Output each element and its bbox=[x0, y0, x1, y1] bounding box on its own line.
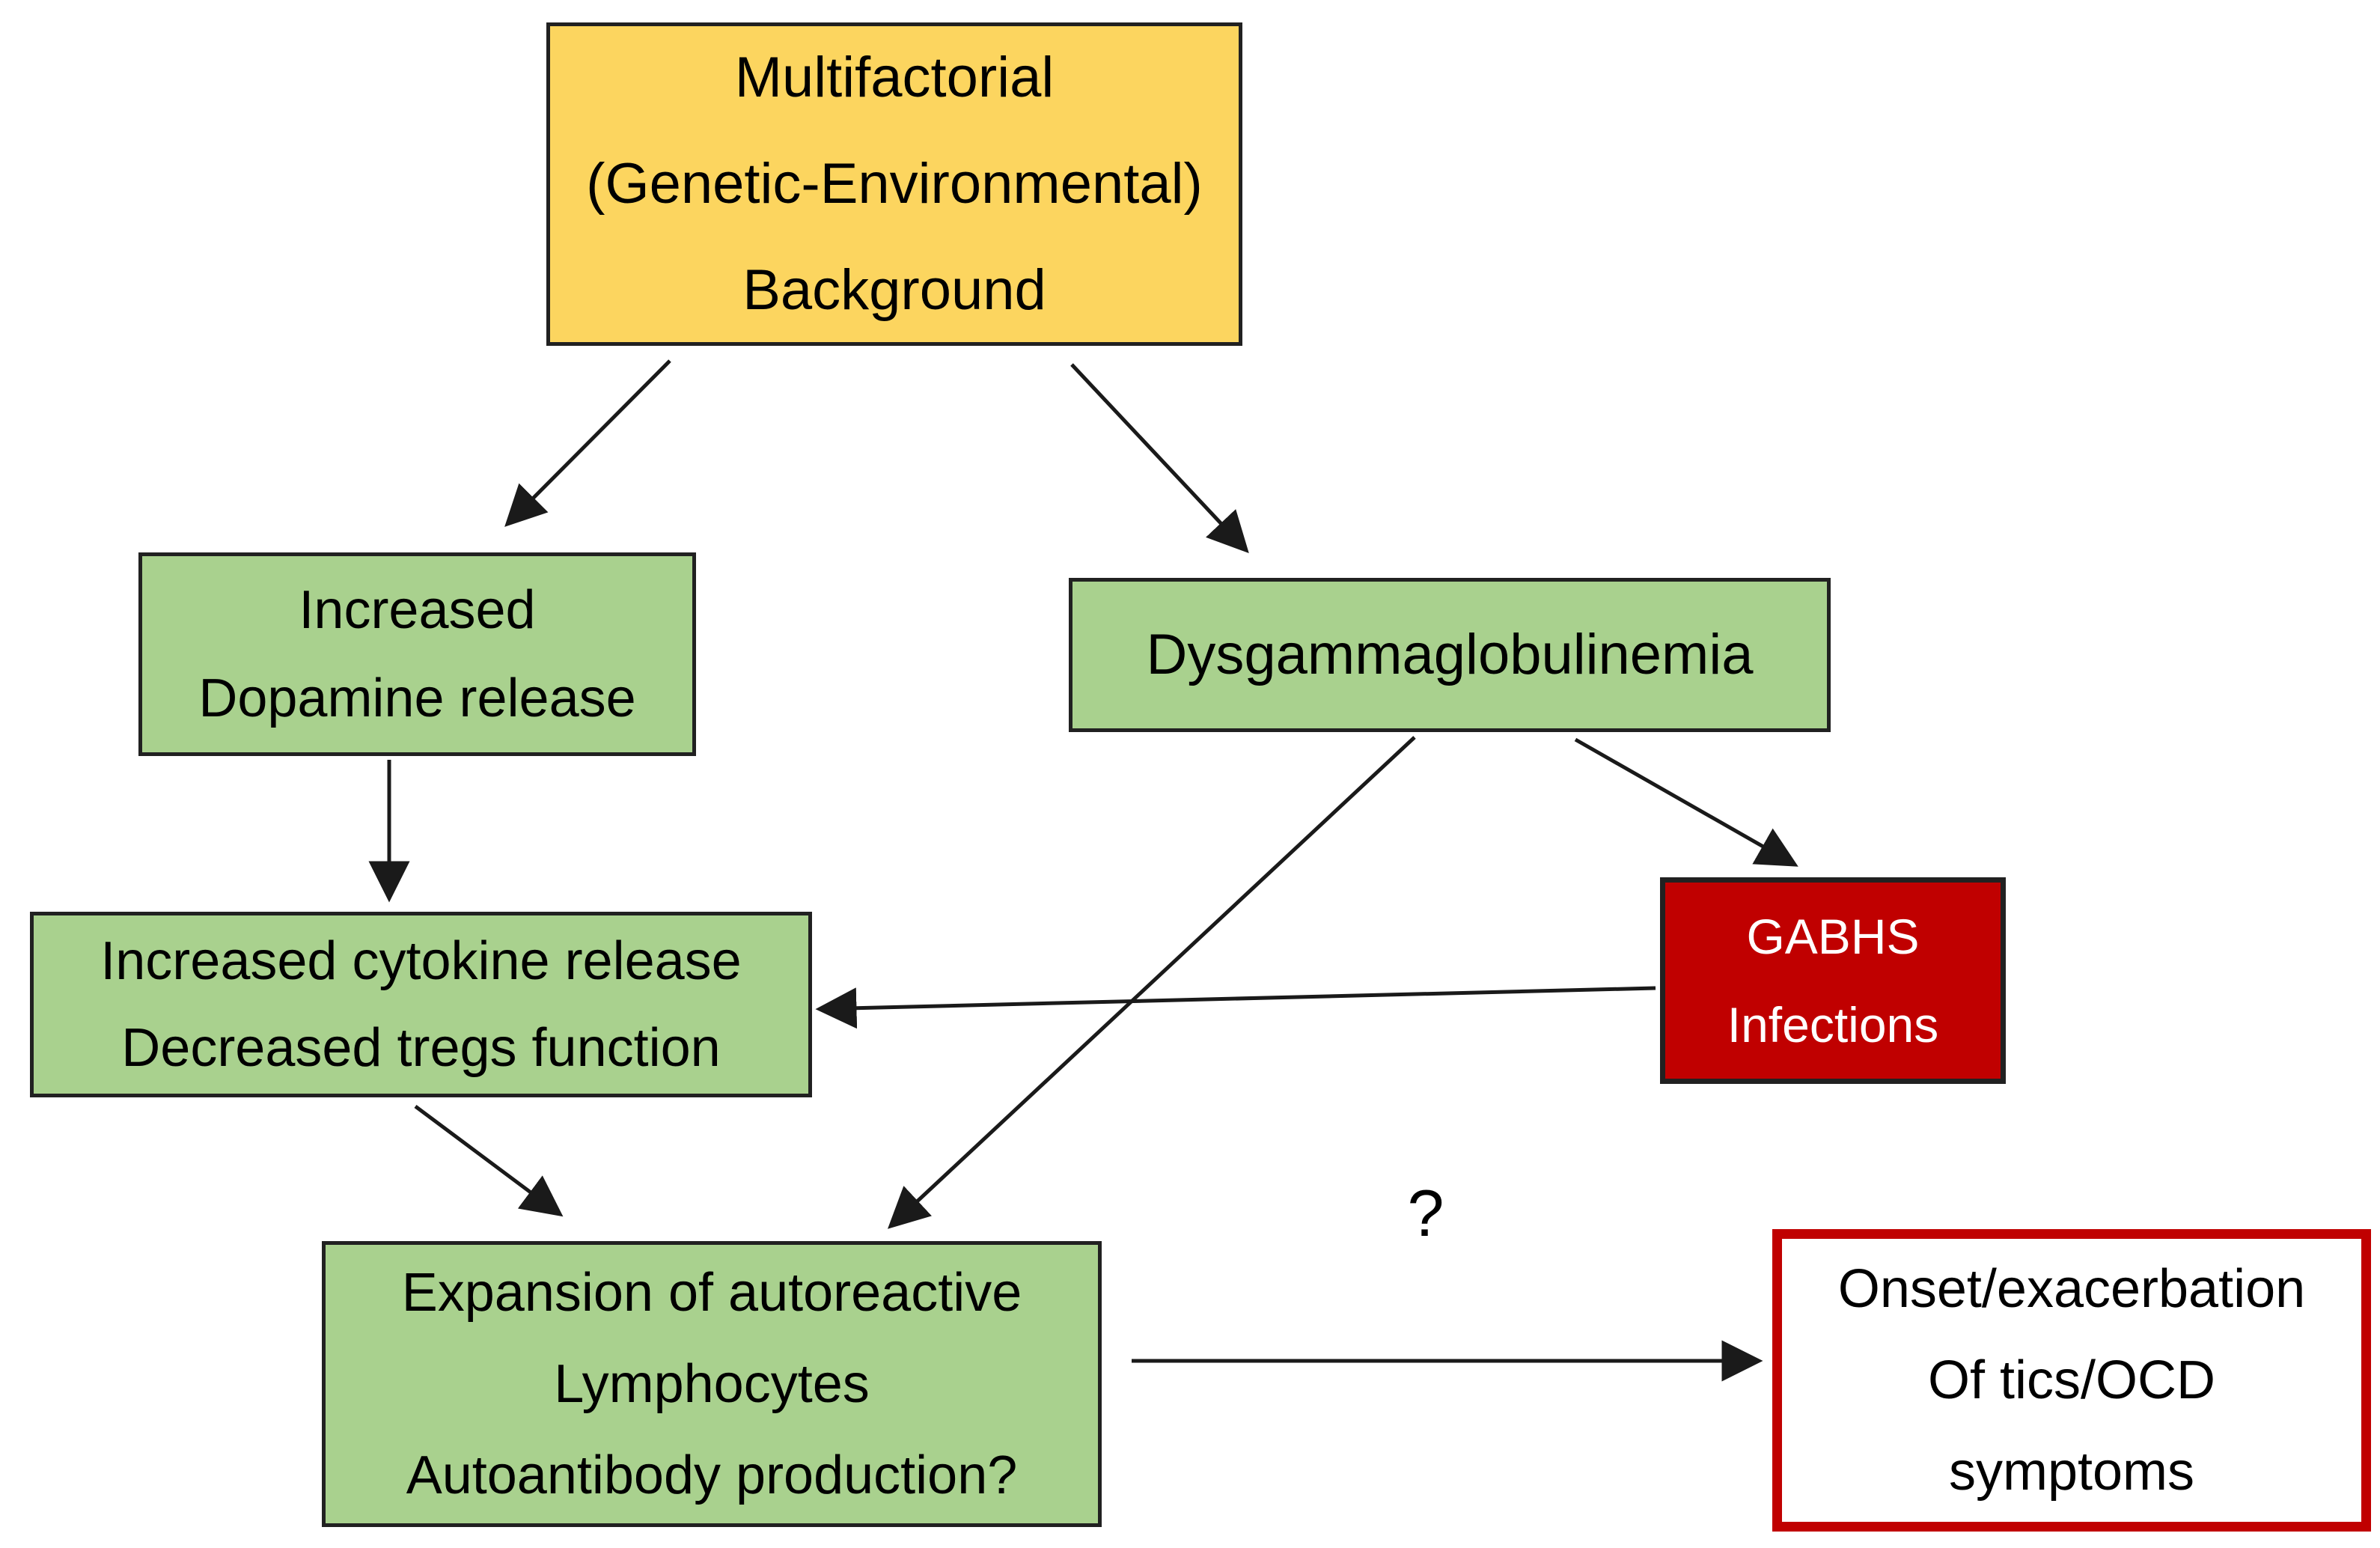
node-label-line: (Genetic-Environmental) bbox=[586, 152, 1203, 216]
node-label-line: symptoms bbox=[1948, 1442, 2195, 1502]
node-gabhs-infections: GABHS Infections bbox=[1660, 877, 2006, 1084]
arrow-gabhs-to-cytokine bbox=[815, 986, 1656, 1029]
node-label-line: Onset/exacerbation bbox=[1837, 1259, 2306, 1319]
node-cytokine-tregs: Increased cytokine release Decreased tre… bbox=[30, 912, 812, 1097]
node-label-line: Multifactorial bbox=[734, 46, 1055, 109]
node-label-line: Autoantibody production? bbox=[406, 1445, 1018, 1505]
node-multifactorial-background: Multifactorial (Genetic-Environmental) B… bbox=[546, 22, 1242, 346]
node-label-line: Expansion of autoreactive bbox=[401, 1263, 1022, 1323]
arrow-dysgamma-to-expansion bbox=[887, 736, 1416, 1229]
node-label-line: Increased bbox=[299, 580, 536, 640]
arrow-dysgamma-to-gabhs bbox=[1574, 737, 1798, 867]
node-label-line: Decreased tregs function bbox=[121, 1018, 721, 1078]
arrow-multifactorial-to-dysgamma bbox=[1070, 363, 1249, 554]
node-label-line: Of tics/OCD bbox=[1927, 1350, 2215, 1410]
arrow-multifactorial-to-dopamine bbox=[504, 359, 671, 527]
node-autoreactive-lymphocytes: Expansion of autoreactive Lymphocytes Au… bbox=[322, 1241, 1102, 1527]
node-onset-exacerbation-symptoms: Onset/exacerbation Of tics/OCD symptoms bbox=[1772, 1229, 2371, 1532]
node-label-line: Increased cytokine release bbox=[100, 931, 742, 991]
node-label-line: GABHS bbox=[1746, 909, 1920, 964]
node-label-line: Dopamine release bbox=[198, 668, 636, 728]
node-label-line: Infections bbox=[1727, 997, 1939, 1052]
node-label-line: Lymphocytes bbox=[554, 1354, 870, 1414]
node-label-line: Background bbox=[742, 258, 1046, 322]
arrow-cytokine-to-expansion bbox=[414, 1104, 564, 1217]
node-label-line: Dysgammaglobulinemia bbox=[1146, 623, 1754, 686]
node-increased-dopamine-release: Increased Dopamine release bbox=[138, 552, 696, 756]
node-dysgammaglobulinemia: Dysgammaglobulinemia bbox=[1069, 578, 1831, 732]
uncertainty-question-mark: ? bbox=[1407, 1176, 1444, 1250]
